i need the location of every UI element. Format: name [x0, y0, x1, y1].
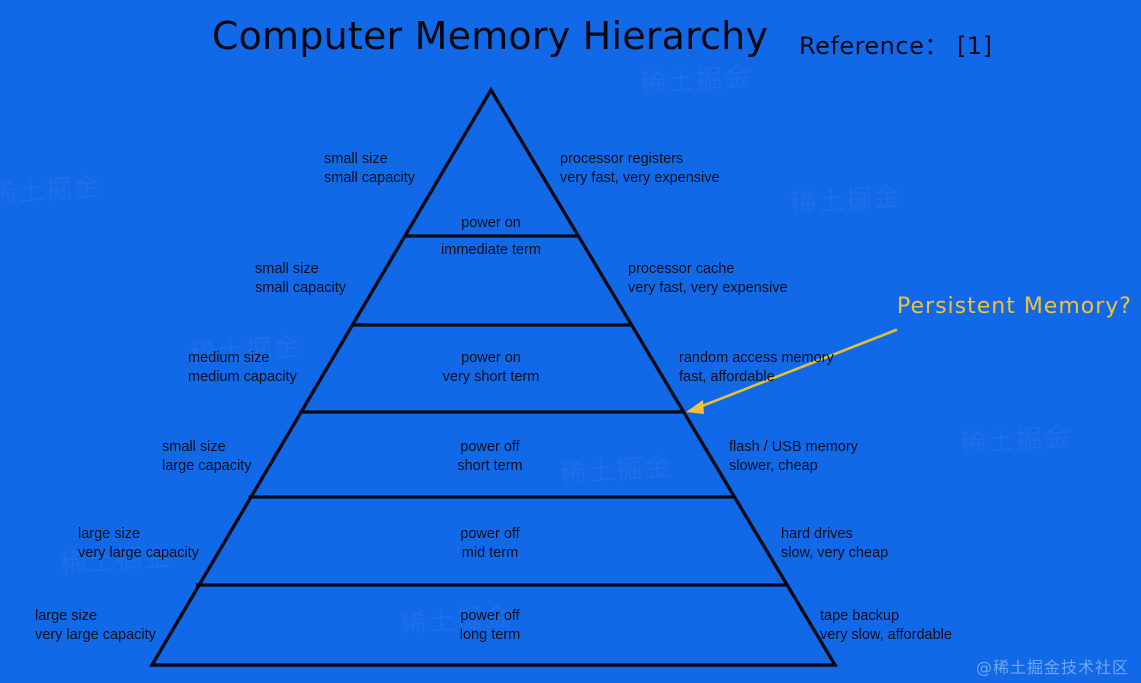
tier-6-center-line-1: power off	[460, 608, 520, 624]
background-watermark: 稀土掘金	[959, 416, 1073, 461]
tier-1-center-upper: power on	[461, 214, 521, 233]
tier-3-right-line-1: random access memory	[679, 350, 834, 366]
tier-4-right-line-2: slower, cheap	[729, 458, 818, 474]
tier-6-left-line-2: very large capacity	[35, 627, 156, 643]
tier-5-left-line-1: large size	[78, 526, 141, 542]
tier-4-right-label: flash / USB memory slower, cheap	[729, 438, 858, 476]
background-watermark: 稀土掘金	[559, 446, 673, 491]
tier-2-left-line-2: small capacity	[255, 280, 347, 296]
tier-4-left-label: small size large capacity	[162, 438, 251, 476]
tier-1-center-line-1: power on	[461, 215, 521, 231]
tier-6-center-label: power off long term	[460, 607, 520, 645]
tier-6-left-label: large size very large capacity	[35, 607, 156, 645]
tier-3-center-line-2: very short term	[442, 369, 540, 385]
tier-4-left-line-2: large capacity	[162, 458, 252, 474]
background-watermark: 稀土掘金	[789, 176, 903, 221]
tier-1-left-label: small size small capacity	[324, 150, 415, 188]
tier-3-center-label: power on very short term	[443, 349, 540, 387]
tier-1-right-line-1: processor registers	[560, 151, 684, 167]
site-watermark: @稀土掘金技术社区	[975, 658, 1129, 677]
background-watermark: 稀土掘金	[0, 166, 103, 211]
tier-3-right-line-2: fast, affordable	[679, 369, 775, 385]
tier-6-right-line-2: very slow, affordable	[820, 627, 952, 643]
tier-3-left-line-1: medium size	[188, 350, 270, 366]
tier-5-center-line-2: mid term	[461, 545, 519, 561]
tier-4-center-line-1: power off	[460, 439, 520, 455]
tier-4-right-line-1: flash / USB memory	[729, 439, 858, 455]
tier-1-right-line-2: very fast, very expensive	[560, 170, 720, 186]
persistent-memory-annotation: Persistent Memory?	[897, 294, 1132, 319]
tier-3-left-label: medium size medium capacity	[188, 349, 297, 387]
tier-2-right-line-1: processor cache	[628, 261, 735, 277]
tier-5-right-line-1: hard drives	[781, 526, 853, 542]
tier-1-right-label: processor registers very fast, very expe…	[560, 150, 720, 188]
tier-4-left-line-1: small size	[162, 439, 226, 455]
tier-3-right-label: random access memory fast, affordable	[679, 349, 834, 387]
page-title: Computer Memory Hierarchy	[211, 14, 769, 58]
tier-6-right-label: tape backup very slow, affordable	[820, 607, 952, 645]
tier-6-left-line-1: large size	[35, 608, 98, 624]
tier-6-right-line-1: tape backup	[820, 608, 900, 624]
reference-note: Reference： [1]	[799, 32, 993, 60]
tier-5-right-label: hard drives slow, very cheap	[781, 525, 888, 563]
tier-2-right-label: processor cache very fast, very expensiv…	[628, 260, 788, 298]
tier-4-center-label: power off short term	[457, 438, 522, 476]
tier-1-left-line-2: small capacity	[324, 170, 416, 186]
tier-3-left-line-2: medium capacity	[188, 369, 297, 385]
tier-5-center-line-1: power off	[460, 526, 520, 542]
tier-5-left-label: large size very large capacity	[78, 525, 199, 563]
tier-2-right-line-2: very fast, very expensive	[628, 280, 788, 296]
background-watermark: 稀土掘金	[639, 56, 753, 101]
tier-2-left-line-1: small size	[255, 261, 319, 277]
tier-5-right-line-2: slow, very cheap	[781, 545, 889, 561]
tier-1-left-line-1: small size	[324, 151, 388, 167]
tier-2-left-label: small size small capacity	[255, 260, 346, 298]
tier-6-center-line-2: long term	[459, 627, 521, 643]
tier-5-left-line-2: very large capacity	[78, 545, 199, 561]
tier-3-center-line-1: power on	[461, 350, 521, 366]
tier-1-center-lower: immediate term	[441, 241, 541, 260]
tier-5-center-label: power off mid term	[460, 525, 519, 563]
tier-4-center-line-2: short term	[457, 458, 523, 474]
tier-1-center-line-2: immediate term	[441, 242, 541, 258]
